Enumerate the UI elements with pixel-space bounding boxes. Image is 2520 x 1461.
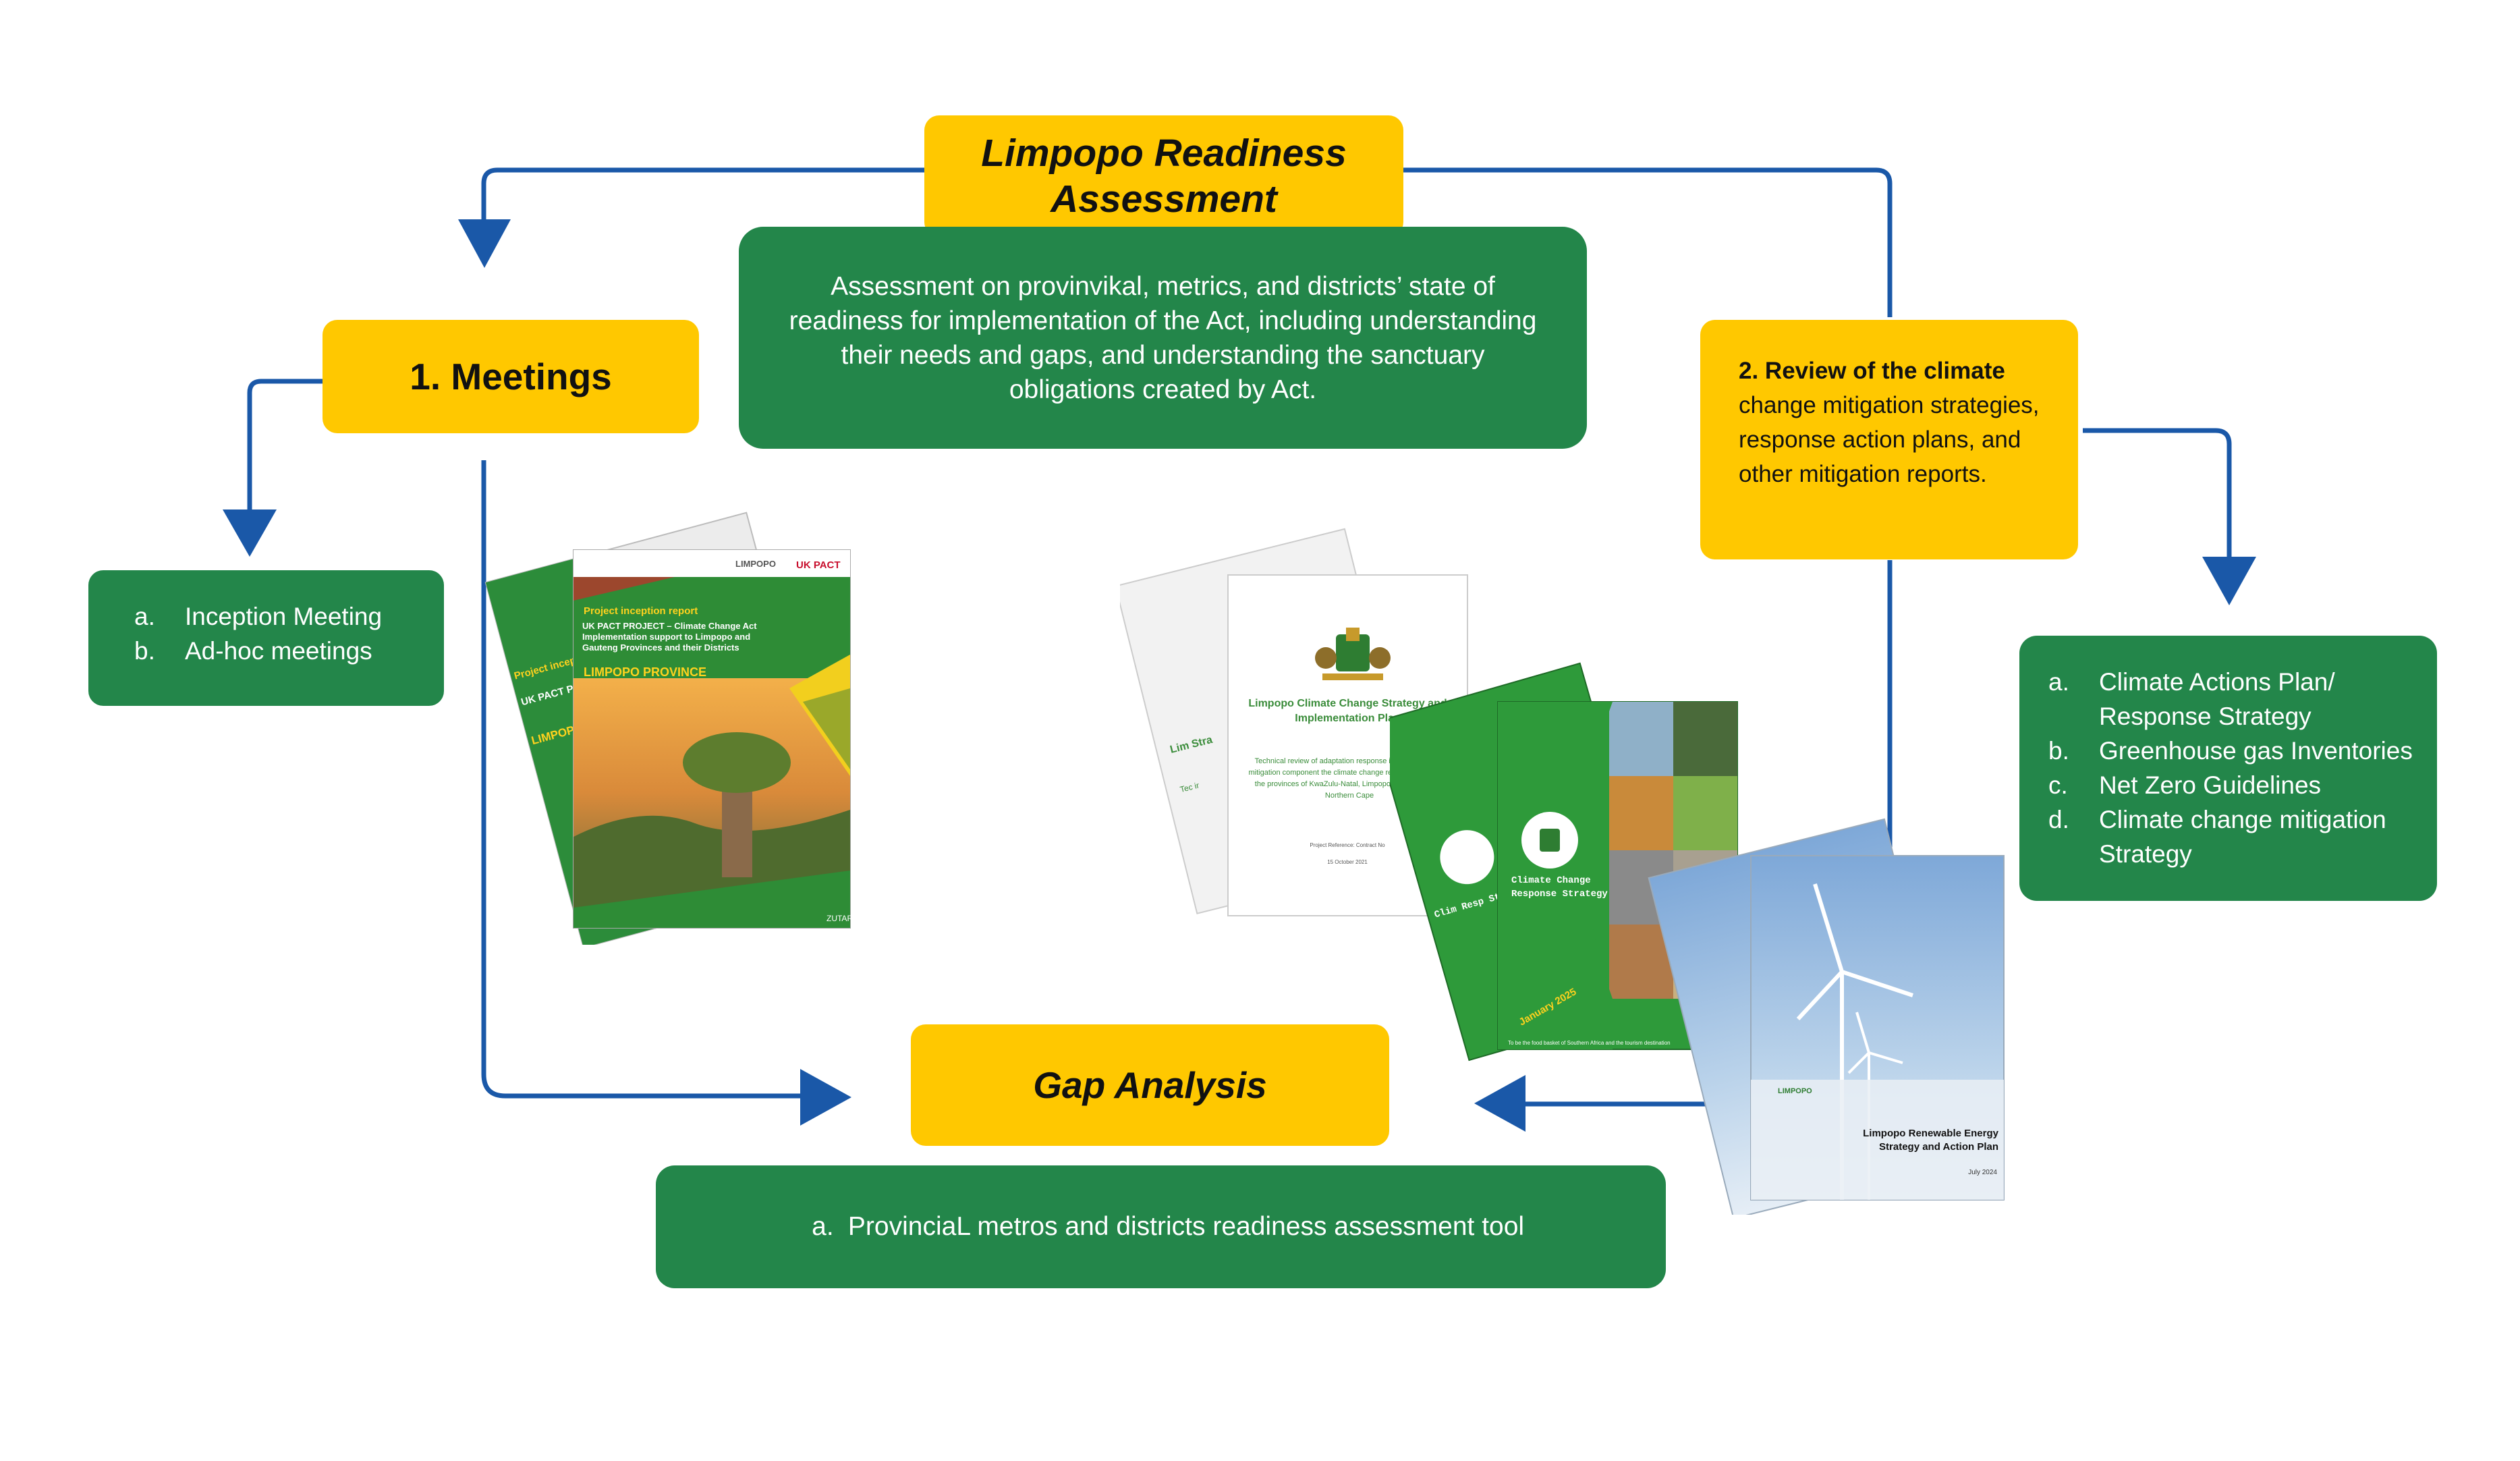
strategy-title: Limpopo Climate Change Strategy and Impl… bbox=[1248, 698, 1447, 724]
review-text: change mitigation strategies, response a… bbox=[1739, 392, 2040, 487]
connector-title-to-review bbox=[1403, 167, 1893, 317]
meetings-label: 1. Meetings bbox=[410, 356, 612, 397]
strategy-meta: Project Reference: Contract No bbox=[1310, 842, 1385, 848]
review-heading: 2. Review of the climate bbox=[1739, 358, 2005, 384]
meetings-box: 1. Meetings bbox=[323, 320, 699, 433]
assessment-box: Assessment on provinvikal, metrics, and … bbox=[739, 227, 1587, 449]
inception-footer: ZUTARI bbox=[827, 914, 855, 923]
brand-limpopo: LIMPOPO bbox=[735, 559, 776, 569]
inception-province: LIMPOPO PROVINCE bbox=[584, 665, 706, 679]
list-item: d.Climate change mitigation Strategy bbox=[2048, 806, 2386, 868]
title-box: Limpopo Readiness Assessment bbox=[924, 115, 1403, 237]
renewable-energy-cover: LIMPOPO Limpopo Renewable Energy Strateg… bbox=[1648, 818, 2005, 1215]
renewable-title: Limpopo Renewable Energy Strategy and Ac… bbox=[1863, 1128, 1998, 1153]
title-line-2: Assessment bbox=[1051, 177, 1277, 221]
gap-list: a. ProvinciaL metros and districts readi… bbox=[656, 1165, 1666, 1288]
gap-analysis-box: Gap Analysis bbox=[911, 1024, 1389, 1146]
list-item: a.Climate Actions Plan/ Response Strateg… bbox=[2048, 668, 2335, 730]
review-list: a.Climate Actions Plan/ Response Strateg… bbox=[2019, 636, 2437, 901]
connector-meetings-to-list bbox=[247, 379, 323, 513]
list-item: c.Net Zero Guidelines bbox=[2048, 771, 2322, 799]
meetings-list: a.Inception Meeting b.Ad-hoc meetings bbox=[88, 570, 444, 706]
list-item: b.Ad-hoc meetings bbox=[134, 637, 372, 665]
inception-report-cover: Project inception rep UK PACT PROJEC Imp… bbox=[484, 512, 855, 945]
arrowhead-meetings-list bbox=[223, 509, 277, 557]
connector-title-to-meetings bbox=[481, 167, 926, 223]
connector-meetings-to-gap bbox=[481, 460, 803, 1099]
response-title: Climate Change Response Strategy bbox=[1511, 875, 1608, 900]
assessment-text: Assessment on provinvikal, metrics, and … bbox=[789, 271, 1537, 404]
strategy-date: 15 October 2021 bbox=[1327, 859, 1368, 865]
arrowhead-gap-left bbox=[800, 1069, 851, 1126]
arrowhead-gap-right bbox=[1474, 1075, 1525, 1132]
list-item: b.Greenhouse gas Inventories bbox=[2048, 737, 2413, 765]
title-line-1: Limpopo Readiness bbox=[981, 131, 1347, 175]
brand-ukpact: UK PACT bbox=[796, 559, 841, 571]
renewable-brand: LIMPOPO bbox=[1778, 1087, 1812, 1095]
review-box: 2. Review of the climate change mitigati… bbox=[1700, 320, 2078, 559]
inception-title: UK PACT PROJECT – Climate Change Act Imp… bbox=[582, 621, 757, 653]
gap-label: Gap Analysis bbox=[1033, 1064, 1267, 1106]
renewable-date: July 2024 bbox=[1968, 1169, 1997, 1176]
connector-review-to-list bbox=[2083, 428, 2232, 557]
strategy-back-body: Tec ir bbox=[1179, 781, 1200, 795]
list-item: a.Inception Meeting bbox=[134, 603, 383, 630]
inception-kicker: Project inception report bbox=[584, 605, 698, 617]
response-footer: To be the food basket of Southern Africa… bbox=[1508, 1040, 1671, 1046]
arrowhead-meetings bbox=[458, 219, 511, 268]
crest-icon bbox=[1315, 628, 1391, 680]
arrowhead-review-list bbox=[2202, 557, 2256, 605]
list-item: a. ProvinciaL metros and districts readi… bbox=[812, 1212, 1525, 1241]
